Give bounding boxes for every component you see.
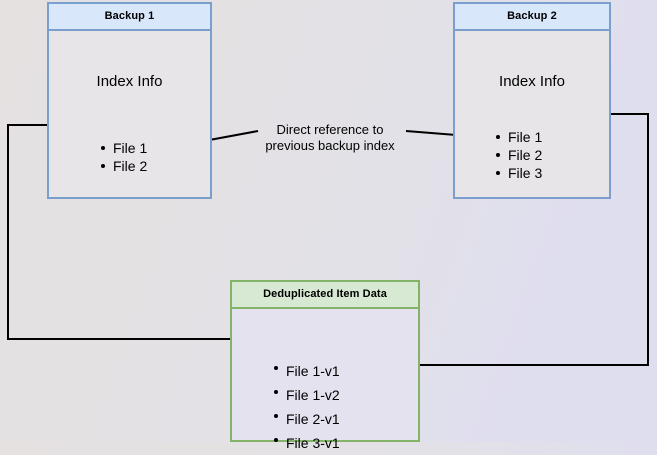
list-item: File 1 [494,128,542,146]
list-item: File 2 [494,146,542,164]
list-item: File 1-v1 [272,359,340,383]
backup-2-file-list: File 1 File 2 File 3 [494,128,542,182]
node-backup-1-body: Index Info File 1 File 2 [49,31,210,197]
list-item: File 3-v1 [272,431,340,455]
diagram-canvas: Backup 1 Index Info File 1 File 2 Backup… [7,2,649,451]
node-deduplicated-item-data[interactable]: Deduplicated Item Data File 1-v1 File 1-… [230,280,420,451]
node-backup-1-header: Backup 1 [49,4,210,31]
edge-label-direct-reference: Direct reference to previous backup inde… [265,122,395,153]
list-item: File 1-v2 [272,383,340,407]
backup-1-file-list: File 1 File 2 [99,139,147,175]
dedup-file-list: File 1-v1 File 1-v2 File 2-v1 File 3-v1 [272,359,340,455]
node-dedup-body: File 1-v1 File 1-v2 File 2-v1 File 3-v1 [232,309,418,451]
backup-1-index-info-label: Index Info [96,73,163,90]
node-backup-2-body: Index Info File 1 File 2 File 3 [455,31,609,197]
backup-2-index-info-label: Index Info [499,73,565,90]
list-item: File 1 [99,139,147,157]
node-backup-2-header: Backup 2 [455,4,609,31]
list-item: File 2-v1 [272,407,340,431]
node-backup-1[interactable]: Backup 1 Index Info File 1 File 2 [47,2,212,199]
list-item: File 2 [99,157,147,175]
node-dedup-header: Deduplicated Item Data [232,282,418,309]
node-backup-2[interactable]: Backup 2 Index Info File 1 File 2 File 3 [453,2,611,199]
list-item: File 3 [494,164,542,182]
